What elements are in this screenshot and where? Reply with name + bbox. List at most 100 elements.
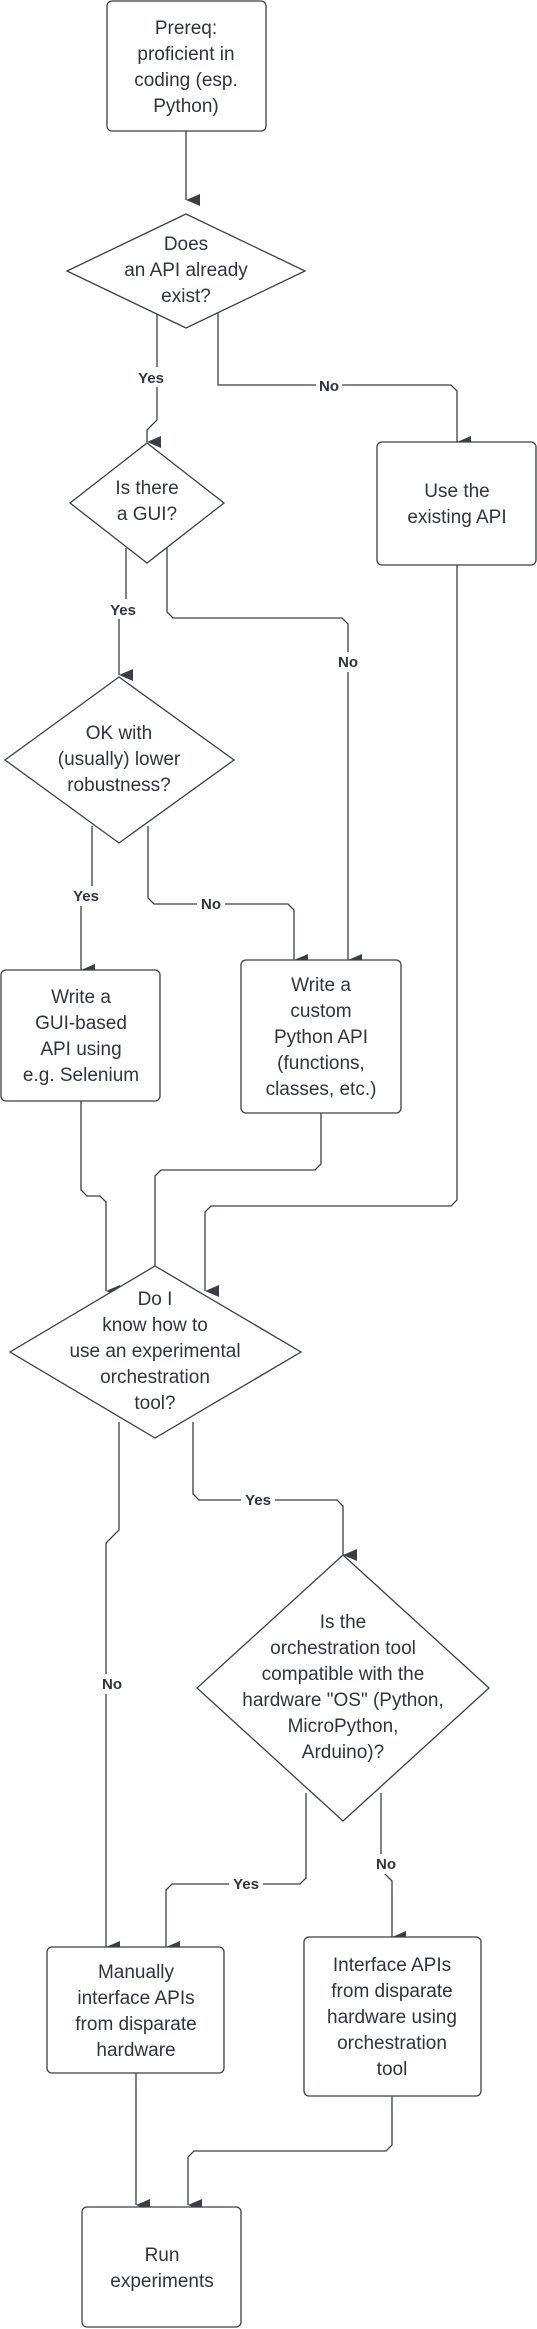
edge-label-compat-no-text: No: [376, 1856, 396, 1873]
node-lower-robustness-text-line: robustness?: [67, 775, 171, 796]
edge-label-robust-yes: Yes: [68, 886, 104, 906]
node-prereq: Prereq: proficient in coding (esp. Python): [106, 0, 267, 132]
node-prereq-text-line: coding (esp.: [134, 70, 238, 91]
edge-compat-no: [380, 1793, 406, 1943]
node-run-text: Run experiments: [110, 2245, 214, 2292]
edge-compat-yes: [165, 1793, 307, 1953]
node-orch-interface-text: Interface APIs from disparate hardware usi…: [327, 1955, 457, 2080]
node-api-exists-text-line: Does: [164, 234, 208, 255]
edge-orch-interface-to-run: [187, 2096, 393, 2211]
node-api-exists: Does an API already exist?: [65, 213, 307, 329]
edge-label-robust-no-text: No: [201, 896, 221, 913]
node-compatible-text-line: hardware "OS" (Python,: [242, 1690, 443, 1711]
node-prereq-text-line: proficient in: [137, 44, 234, 65]
node-orch-knowledge-text-line: Do I: [138, 1289, 173, 1310]
node-orch-interface-text-line: Interface APIs: [333, 1955, 451, 1976]
node-manual-interface: Manually interface APIs from disparate hard…: [46, 1946, 225, 2074]
node-gui-api-text-line: Write a: [51, 987, 111, 1008]
edge-label-api-yes: Yes: [135, 367, 167, 387]
node-manual-interface-text-line: hardware: [96, 2040, 175, 2061]
node-orch-interface-text-line: hardware using: [327, 2007, 457, 2028]
edge-label-orch-no-text: No: [102, 1676, 122, 1693]
edge-label-orch-yes-text: Yes: [245, 1492, 271, 1509]
node-gui-text-line: Is there: [115, 478, 178, 499]
node-custom-api-text-line: (functions,: [277, 1053, 365, 1074]
node-use-existing-api-text: Use the existing API: [407, 481, 506, 528]
node-manual-interface-text-line: Manually: [98, 1962, 175, 1983]
node-manual-interface-text-line: from disparate: [75, 2014, 196, 2035]
node-compatible-text-line: Arduino)?: [302, 1742, 384, 1763]
edge-label-robust-yes-text: Yes: [73, 888, 99, 905]
node-compatible-text-line: compatible with the: [262, 1664, 425, 1685]
node-lower-robustness-text-line: OK with: [86, 723, 153, 744]
node-lower-robustness: OK with (usually) lower robustness?: [3, 676, 236, 844]
node-api-exists-text-line: an API already: [124, 260, 248, 281]
node-compatible-text-line: MicroPython,: [288, 1716, 399, 1737]
node-orch-knowledge-text-line: orchestration: [100, 1367, 210, 1388]
edge-label-gui-no-text: No: [338, 654, 358, 671]
node-gui-api-text-line: GUI-based: [35, 1013, 127, 1034]
node-manual-interface-text: Manually interface APIs from disparate hard…: [75, 1962, 196, 2061]
node-orch-interface-text-line: tool: [377, 2059, 408, 2080]
node-custom-api-text-line: classes, etc.): [266, 1079, 377, 1100]
edge-orch-yes: [192, 1422, 357, 1561]
edge-label-api-no: No: [316, 376, 342, 396]
node-prereq-text-line: Python): [153, 96, 218, 117]
node-custom-api-text-line: custom: [290, 1001, 351, 1022]
node-gui-text: Is there a GUI?: [115, 478, 178, 525]
edge-label-orch-no: No: [98, 1674, 126, 1694]
node-use-existing-api-text-line: Use the: [424, 481, 489, 502]
node-gui-api-text-line: e.g. Selenium: [23, 1065, 139, 1086]
edge-existing-to-orch: [204, 565, 458, 1297]
node-orch-interface-text-line: from disparate: [331, 1981, 452, 2002]
edge-robust-no: [147, 826, 308, 966]
edge-orch-no: [105, 1422, 120, 1953]
node-api-exists-text-line: exist?: [161, 286, 211, 307]
node-run: Run experiments: [81, 2206, 242, 2328]
node-use-existing-api-text-line: existing API: [407, 507, 506, 528]
node-gui: Is there a GUI?: [68, 442, 226, 564]
node-prereq-text-line: Prereq:: [155, 18, 217, 39]
node-custom-api-text-line: Python API: [274, 1027, 368, 1048]
node-gui-text-line: a GUI?: [117, 504, 177, 525]
node-compatible-text-line: orchestration tool: [270, 1638, 416, 1659]
edge-label-compat-yes: Yes: [229, 1874, 263, 1894]
edge-label-compat-no: No: [372, 1854, 400, 1874]
edge-api-no: [217, 274, 471, 448]
node-lower-robustness-text: OK with (usually) lower robustness?: [58, 723, 181, 796]
node-compatible-text: Is the orchestration tool compatible with …: [242, 1612, 443, 1763]
edge-api-yes: [146, 274, 161, 448]
edge-label-robust-no: No: [197, 894, 225, 914]
node-manual-interface-text-line: interface APIs: [77, 1988, 194, 2009]
edge-gui-no: [166, 548, 362, 966]
node-compatible: Is the orchestration tool compatible with …: [196, 1554, 490, 1822]
edge-label-gui-yes-text: Yes: [110, 602, 136, 619]
edge-gui-api-to-orch: [80, 1101, 120, 1297]
node-lower-robustness-text-line: (usually) lower: [58, 749, 181, 770]
node-compatible-text-line: Is the: [320, 1612, 366, 1633]
edge-label-api-no-text: No: [319, 378, 339, 395]
node-use-existing-api: Use the existing API: [376, 441, 537, 566]
edge-custom-to-orch: [154, 1113, 322, 1297]
edge-label-compat-yes-text: Yes: [233, 1876, 259, 1893]
node-custom-api-text-line: Write a: [291, 975, 351, 996]
node-orch-interface-text-line: orchestration: [337, 2033, 447, 2054]
node-run-text-line: Run: [145, 2245, 180, 2266]
node-api-exists-text: Does an API already exist?: [124, 234, 248, 307]
edge-label-api-yes-text: Yes: [138, 370, 164, 387]
node-orch-knowledge-text-line: use an experimental: [69, 1341, 240, 1362]
edge-label-orch-yes: Yes: [241, 1490, 275, 1510]
node-gui-api-text-line: API using: [40, 1039, 121, 1060]
edge-label-gui-yes: Yes: [106, 599, 142, 619]
node-orch-interface: Interface APIs from disparate hardware usi…: [303, 1936, 482, 2097]
edge-label-gui-no: No: [334, 652, 362, 672]
node-run-text-line: experiments: [110, 2271, 214, 2292]
node-orch-knowledge-text-line: tool?: [134, 1393, 175, 1414]
